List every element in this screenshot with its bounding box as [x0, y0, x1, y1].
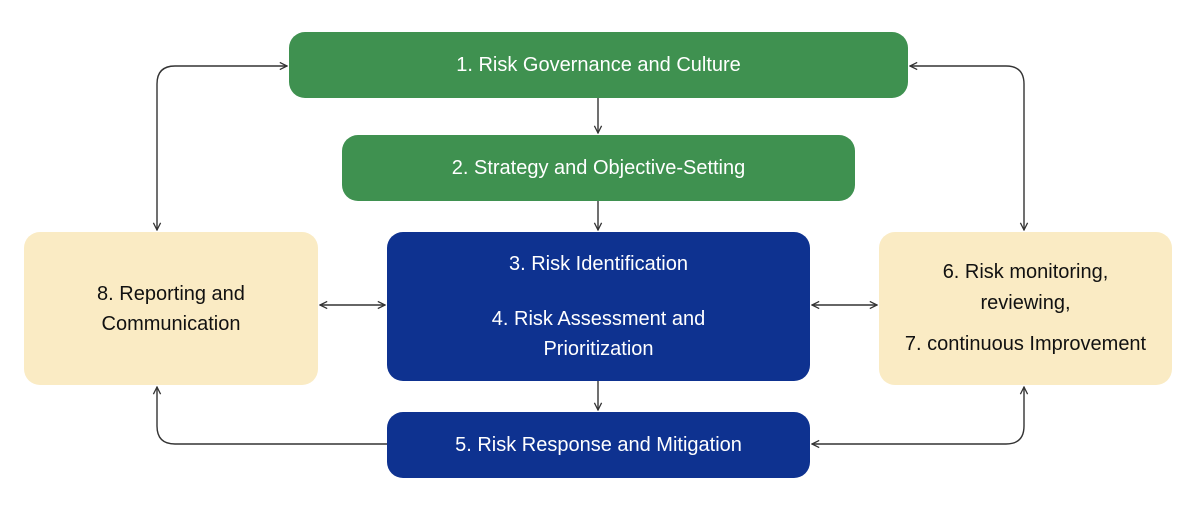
- risk-assessment-label-line2: Prioritization: [543, 338, 654, 360]
- arrow-governance-monitoring: [910, 66, 1024, 230]
- risk-response-label: 5. Risk Response and Mitigation: [455, 434, 742, 456]
- arrow-governance-reporting: [157, 66, 287, 230]
- monitoring-label-line1: 6. Risk monitoring,: [942, 261, 1109, 283]
- risk-response-box: 5. Risk Response and Mitigation: [387, 412, 810, 478]
- risk-identification-label: 3. Risk Identification: [509, 253, 688, 275]
- arrow-response-to-reporting: [157, 387, 387, 445]
- strategy-label: 2. Strategy and Objective-Setting: [451, 157, 746, 179]
- arrow-response-monitoring: [812, 387, 1024, 444]
- strategy-box: 2. Strategy and Objective-Setting: [342, 135, 855, 201]
- monitoring-improvement-box: 6. Risk monitoring, reviewing, 7. contin…: [879, 232, 1172, 385]
- risk-governance-box: 1. Risk Governance and Culture: [289, 32, 908, 98]
- identification-assessment-box: 3. Risk Identification 4. Risk Assessmen…: [387, 232, 810, 381]
- risk-governance-label: 1. Risk Governance and Culture: [456, 54, 741, 76]
- reporting-label-line1: 8. Reporting and: [97, 282, 245, 305]
- risk-assessment-label-line1: 4. Risk Assessment and: [491, 308, 706, 330]
- monitoring-label-line2: reviewing,: [980, 292, 1071, 314]
- improvement-label: 7. continuous Improvement: [904, 333, 1147, 355]
- reporting-box: 8. Reporting and Communication: [24, 232, 318, 385]
- reporting-label-line2: Communication: [101, 312, 241, 335]
